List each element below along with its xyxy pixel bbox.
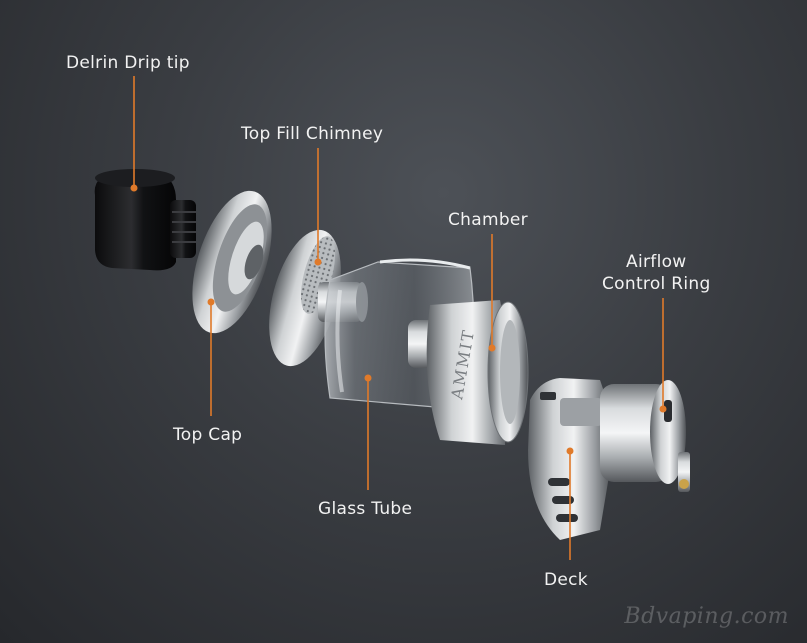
dot-airflow (659, 405, 667, 413)
dot-glass-tube (364, 374, 372, 382)
watermark: Bdvaping.com (624, 604, 789, 629)
dot-top-cap (207, 298, 215, 306)
dot-chamber (488, 344, 496, 352)
label-top-fill-chimney: Top Fill Chimney (241, 124, 384, 144)
dot-top-fill-chimney (314, 258, 322, 266)
dot-deck (566, 447, 574, 455)
leader-dots (130, 184, 667, 455)
dot-drip-tip (130, 184, 138, 192)
label-glass-tube: Glass Tube (318, 499, 413, 519)
label-deck: Deck (544, 570, 588, 590)
top-cap (192, 190, 272, 334)
leader-lines (133, 76, 664, 560)
chamber: AMMIT (408, 300, 529, 445)
deck (528, 378, 690, 540)
drip-tip (94, 169, 196, 271)
label-drip-tip: Delrin Drip tip (66, 53, 190, 73)
label-airflow-control-ring: Airflow Control Ring (602, 252, 711, 294)
label-top-cap: Top Cap (173, 425, 243, 445)
label-chamber: Chamber (448, 210, 528, 230)
